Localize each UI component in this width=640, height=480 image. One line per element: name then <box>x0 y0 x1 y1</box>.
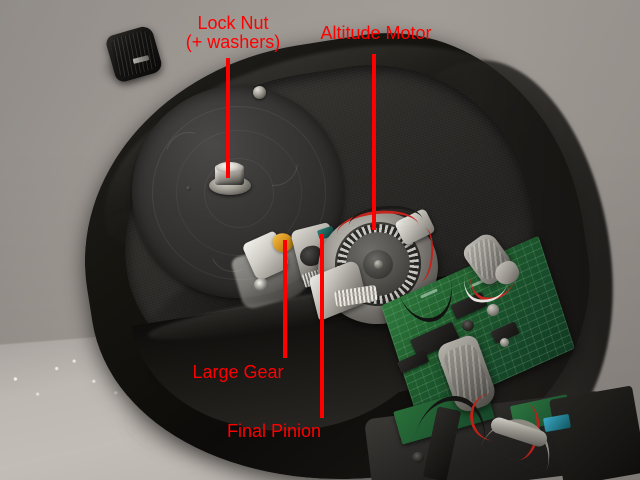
pcb-capacitor-2 <box>500 338 509 347</box>
pcb-capacitor-1 <box>487 304 499 316</box>
lock-nut-top-face <box>216 162 243 173</box>
plate-screw <box>253 86 266 99</box>
base-hole-3 <box>462 320 474 331</box>
base-hole-2 <box>412 452 424 463</box>
plate-ring-inner <box>204 158 274 228</box>
plate-pin-hole <box>186 186 191 191</box>
dark-housing-block <box>548 385 640 480</box>
motor-shaft <box>374 260 383 269</box>
